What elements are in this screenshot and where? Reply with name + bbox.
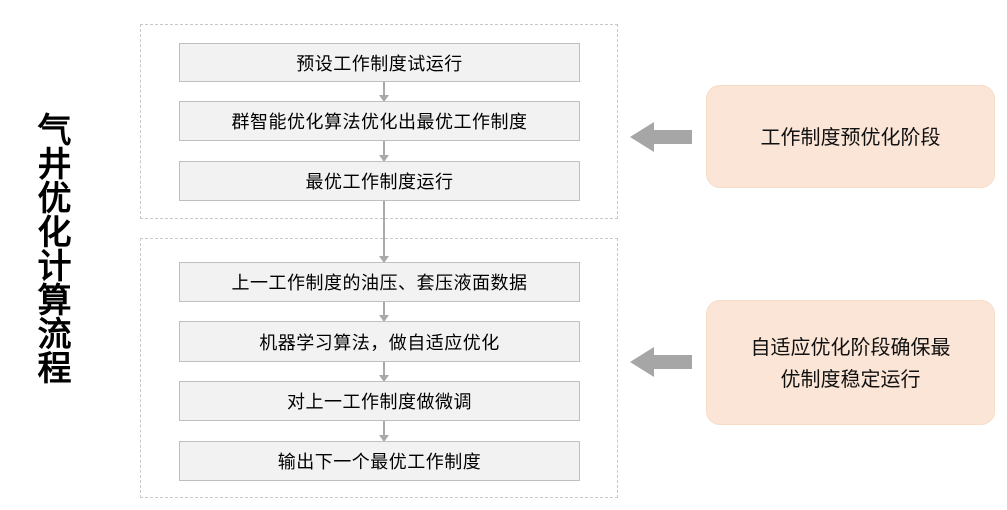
process-box-5[interactable]: 机器学习算法，做自适应优化 [179, 321, 580, 362]
down-connector-arrow-3 [378, 201, 390, 263]
process-box-3[interactable]: 最优工作制度运行 [179, 161, 580, 201]
process-box-2[interactable]: 群智能优化算法优化出最优工作制度 [179, 101, 580, 141]
left-block-arrow-icon-1 [630, 122, 692, 152]
connector-arrowhead [379, 95, 389, 102]
process-box-6[interactable]: 对上一工作制度做微调 [179, 381, 580, 421]
process-box-4[interactable]: 上一工作制度的油压、套压液面数据 [179, 262, 580, 302]
group-adaptive-optimization [140, 238, 618, 498]
down-connector-arrow-6 [378, 421, 390, 442]
arrow-tip [630, 122, 654, 152]
left-block-arrow-icon-2 [630, 347, 692, 377]
down-connector-arrow-1 [378, 82, 390, 102]
callout-pre-optimization: 工作制度预优化阶段 [706, 85, 995, 188]
connector-arrowhead [379, 435, 389, 442]
arrow-tail [652, 355, 692, 369]
connector-stem [383, 82, 385, 101]
connector-stem [383, 421, 385, 441]
process-box-1[interactable]: 预设工作制度试运行 [179, 43, 580, 82]
connector-stem [383, 362, 385, 381]
connector-stem [383, 141, 385, 161]
connector-arrowhead [379, 155, 389, 162]
arrow-tail [652, 130, 692, 144]
page-title-vertical: 气井优化计算流程 [31, 112, 71, 384]
connector-arrowhead [379, 256, 389, 263]
connector-arrowhead [379, 315, 389, 322]
down-connector-arrow-5 [378, 362, 390, 382]
connector-arrowhead [379, 375, 389, 382]
callout-adaptive-optimization: 自适应优化阶段确保最 优制度稳定运行 [706, 300, 995, 425]
connector-stem [383, 302, 385, 321]
process-box-7[interactable]: 输出下一个最优工作制度 [179, 441, 580, 481]
down-connector-arrow-4 [378, 302, 390, 322]
group-pre-optimization [140, 24, 618, 219]
down-connector-arrow-2 [378, 141, 390, 162]
arrow-tip [630, 347, 654, 377]
connector-stem [383, 201, 385, 262]
